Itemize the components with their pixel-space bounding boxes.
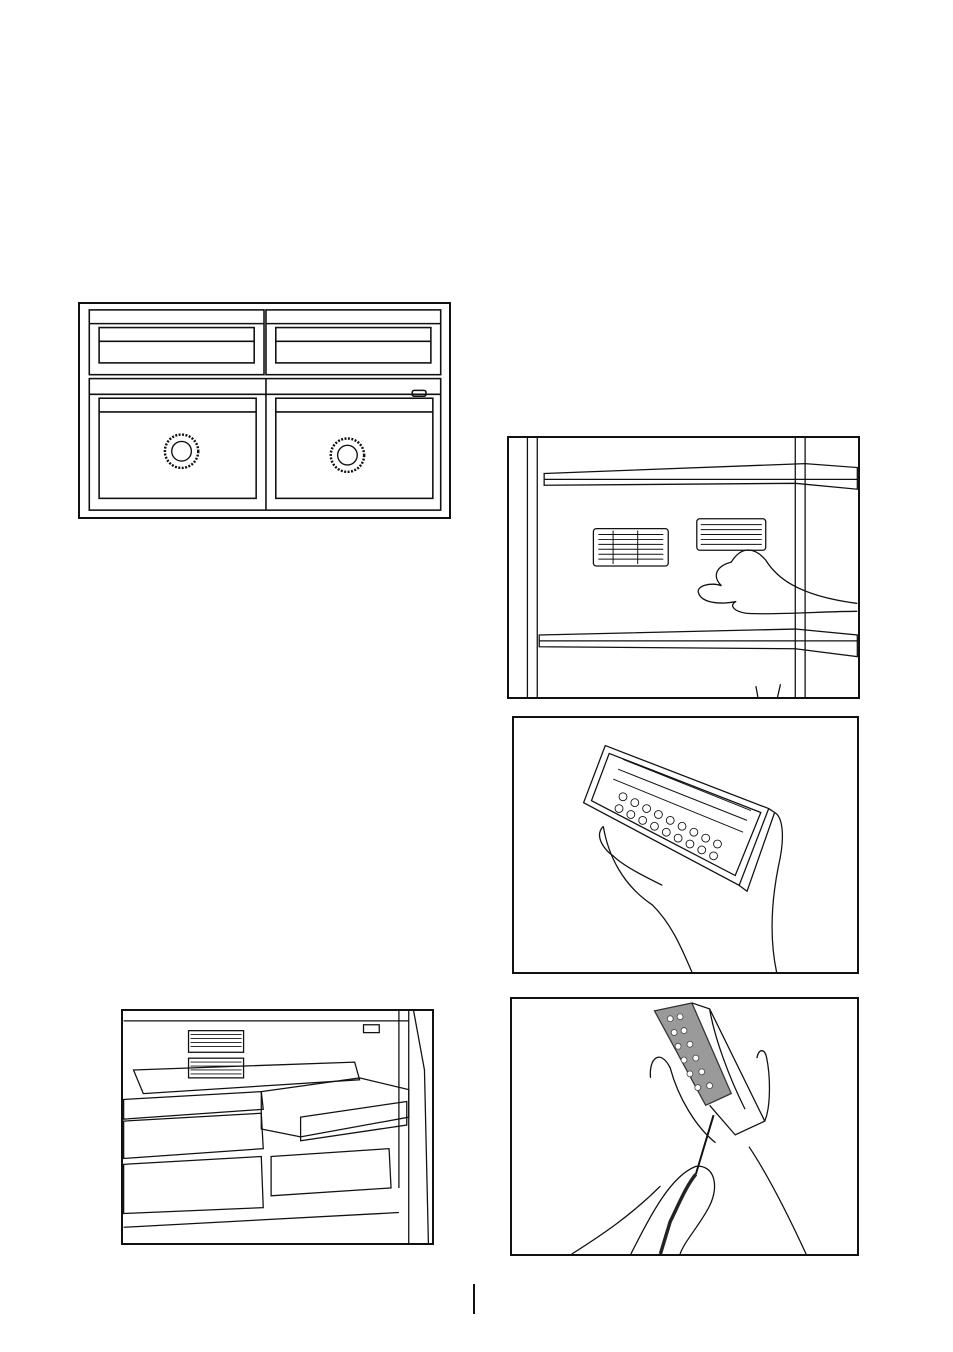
- freezer-drawers-open-icon: [123, 1011, 432, 1243]
- fridge-vent-hand-icon: [509, 438, 858, 697]
- fridge-vent-illustration: [507, 436, 860, 699]
- filter-removal-screwdriver-icon: [512, 999, 857, 1254]
- filter-cartridge-in-hand-icon: [514, 718, 857, 972]
- filter-cartridge-illustration: [512, 716, 859, 974]
- freezer-drawers-diagram: [78, 302, 451, 519]
- page-marker: [473, 1284, 475, 1314]
- filter-removal-illustration: [510, 997, 859, 1256]
- freezer-drawers-diagram-icon: [80, 304, 449, 517]
- freezer-drawers-open-illustration: [121, 1009, 434, 1245]
